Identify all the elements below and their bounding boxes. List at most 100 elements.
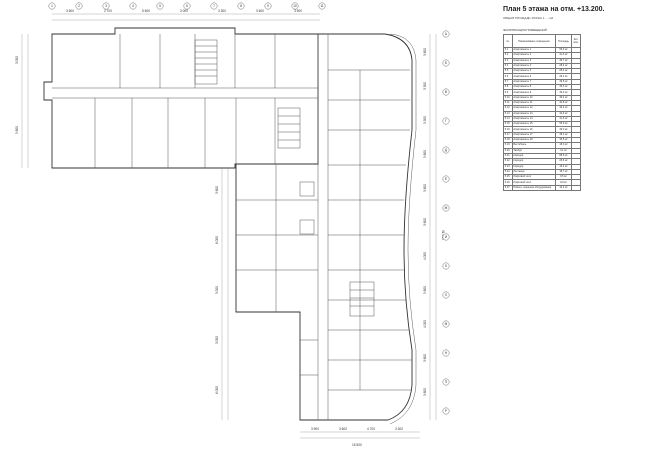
grid-axis-column: 1 (48, 2, 56, 10)
grid-axis-column: 7 (210, 2, 218, 10)
axis-bubble (318, 2, 326, 10)
axis-bubble (102, 2, 110, 10)
grid-axis-row: Л (442, 291, 450, 299)
grid-axis-row: А (442, 30, 450, 38)
axis-label: 5 (159, 4, 161, 8)
axis-label: А (445, 32, 448, 36)
dimension-bottom: 4 700 (367, 427, 375, 431)
axis-label: Е (445, 177, 447, 181)
axis-label: Ж (445, 206, 448, 210)
axis-label: 9 (267, 4, 269, 8)
axis-bubble (442, 291, 450, 299)
grid-axis-column: 4 (129, 2, 137, 10)
grid-axis-row: Р (442, 407, 450, 415)
axis-label: К (445, 264, 447, 268)
axis-label: 11 (320, 4, 324, 8)
grid-axis-column: 10 (291, 2, 299, 10)
room-schedule-table: № Наименование помещения Площадь Кат. по… (503, 34, 582, 192)
dimension-left-lower: 6 000 (215, 386, 219, 394)
axis-bubble (237, 2, 245, 10)
axis-bubble (264, 2, 272, 10)
axis-bubble (442, 30, 450, 38)
grid-axis-row: В (442, 88, 450, 96)
grid-axis-column: 11 (318, 2, 326, 10)
room-category (570, 184, 582, 192)
dimension-right: 3 300 (423, 82, 427, 90)
grid-axis-row: Е (442, 175, 450, 183)
axis-bubble (156, 2, 164, 10)
axis-label: 4 (132, 4, 134, 8)
axis-bubble (442, 88, 450, 96)
axis-bubble (442, 146, 450, 154)
axis-bubble (129, 2, 137, 10)
axis-bubble (442, 59, 450, 67)
dimension-right: 4 000 (423, 320, 427, 328)
axis-bubble (442, 407, 450, 415)
grid-axis-column: 2 (75, 2, 83, 10)
room-name: Помещ. хранения оборудования (511, 184, 557, 192)
axis-label: Л (445, 293, 447, 297)
axis-bubble (442, 233, 450, 241)
axis-bubble (442, 349, 450, 357)
axis-bubble (442, 378, 450, 386)
axis-label: 3 (105, 4, 107, 8)
dimension-top: 3 600 (256, 9, 264, 13)
dimension-left-lower: 3 000 (215, 286, 219, 294)
dimension-top: 2 700 (104, 9, 112, 13)
dimension-top: 5 600 (142, 9, 150, 13)
grid-axis-column: 9 (264, 2, 272, 10)
axis-bubble (75, 2, 83, 10)
dimension-right: 3 600 (423, 150, 427, 158)
room-table-caption: ЭКСПЛИКАЦИЯ ПОМЕЩЕНИЙ (503, 28, 547, 32)
dimension-lines (21, 13, 437, 439)
grid-axis-row: М (442, 320, 450, 328)
grid-axis-column: 8 (237, 2, 245, 10)
dimension-right: 4 000 (423, 252, 427, 260)
dimension-left-upper: 3 000 (15, 56, 19, 64)
dimension-left-lower: 3 000 (215, 336, 219, 344)
axis-bubble (210, 2, 218, 10)
dimension-right: 3 600 (423, 48, 427, 56)
dimension-bottom: 3 600 (339, 427, 347, 431)
axis-label: Н (445, 351, 448, 355)
axis-bubble (442, 175, 450, 183)
axis-bubble (442, 117, 450, 125)
header-number: № (503, 34, 513, 48)
header-area: Площадь (555, 34, 572, 48)
floor-plan: 3 600 2 700 5 600 3 000 3 300 3 600 3 900 3 00… (15, 2, 450, 447)
header-category: Кат. пом. (570, 34, 582, 48)
grid-axis-row: К (442, 262, 450, 270)
axis-label: Г (445, 119, 447, 123)
dimension-right: 3 600 (423, 218, 427, 226)
dimension-top: 3 000 (180, 9, 188, 13)
grid-axis-row: Б (442, 59, 450, 67)
dimension-right: 3 600 (423, 286, 427, 294)
vertical-wing-partitions (236, 34, 412, 420)
axis-bubble (183, 2, 191, 10)
dimension-top: 3 900 (294, 9, 302, 13)
dimension-bottom-total: 15 500 (352, 443, 362, 447)
axis-label: П (445, 380, 448, 384)
dimension-left-lower: 6 000 (215, 236, 219, 244)
upper-wing (43, 27, 319, 169)
dimension-right: 3 900 (423, 116, 427, 124)
axis-bubble (48, 2, 56, 10)
dimension-top: 3 600 (66, 9, 74, 13)
axis-bubble (442, 262, 450, 270)
axis-label: В (445, 90, 447, 94)
grid-axis-columns: 1 2 3 4 5 6 7 8 9 10 11 (48, 2, 326, 10)
axis-label: 6 (186, 4, 188, 8)
axis-label: М (445, 322, 448, 326)
axis-bubble (291, 2, 299, 10)
grid-axis-column: 6 (183, 2, 191, 10)
room-number: 5.27 (503, 184, 513, 192)
axis-label: И (445, 235, 448, 239)
